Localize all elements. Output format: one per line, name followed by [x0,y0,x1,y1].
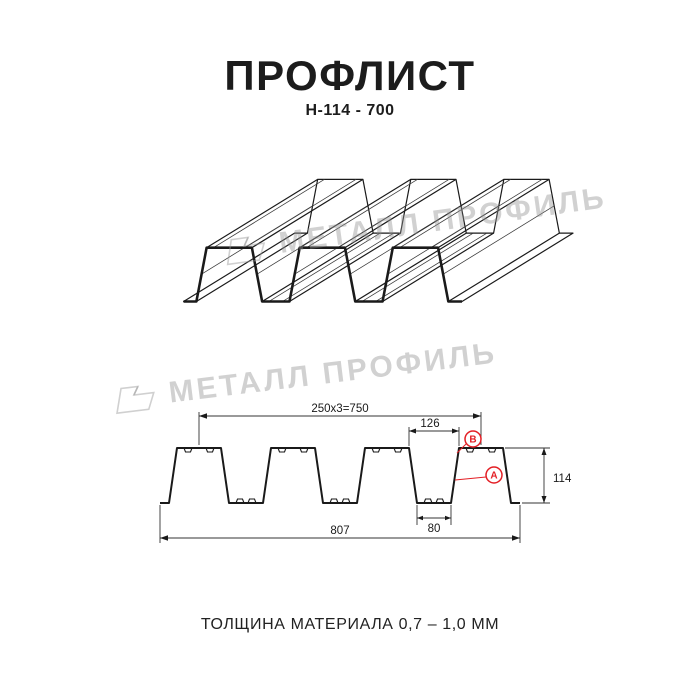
dim-valley-label: 80 [428,523,441,535]
cross-section-outline [160,447,520,504]
flange-grooves [183,447,497,453]
marker-a-label: А [490,471,497,482]
marker-b-label: В [469,435,476,446]
cross-section-svg: 250x3=750 126 80 807 [159,403,572,543]
dim-total-width-label: 807 [330,525,349,537]
dim-rib-top-label: 126 [420,418,439,430]
dim-rib-top: 126 [408,418,460,446]
page-subtitle: Н-114 - 700 [305,102,395,119]
marker-b: В [456,430,482,454]
profile-3d-svg [182,178,574,303]
dim-valley: 80 [416,505,452,535]
page-title: ПРОФЛИСТ [224,52,476,99]
dim-height-label: 114 [553,473,572,485]
valley-stiffeners [235,498,445,504]
front-cut-edge [183,246,462,303]
stiffener-grooves [201,179,555,302]
profile-3d-drawing [175,158,585,316]
profile-cross-section-drawing: 250x3=750 126 80 807 [130,398,590,548]
marker-a: А [454,466,503,484]
profile-3d-surface [182,178,574,303]
dim-height: 114 [505,447,572,504]
thickness-note: ТОЛЩИНА МАТЕРИАЛА 0,7 – 1,0 ММ [200,616,500,633]
dim-total-width: 807 [159,505,521,543]
dim-pitch-label: 250x3=750 [311,403,368,415]
